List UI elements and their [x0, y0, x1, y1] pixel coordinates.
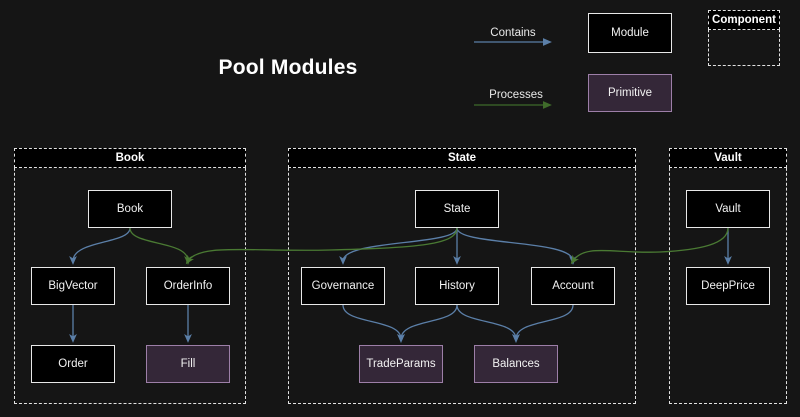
legend-primitive-sample: Primitive [588, 74, 672, 112]
node-book[interactable]: Book [88, 190, 172, 228]
node-balances[interactable]: Balances [474, 345, 558, 383]
node-balances-label: Balances [492, 358, 540, 370]
node-deepprice[interactable]: DeepPrice [686, 267, 770, 305]
legend-module-sample: Module [588, 13, 672, 53]
node-account-label: Account [552, 280, 594, 292]
node-vault[interactable]: Vault [686, 190, 770, 228]
group-state-label: State [288, 148, 636, 168]
node-bigvector[interactable]: BigVector [31, 267, 115, 305]
node-tradeparams[interactable]: TradeParams [359, 345, 443, 383]
group-book-label: Book [14, 148, 246, 168]
node-tradeparams-label: TradeParams [366, 358, 436, 370]
legend-component-label: Component [708, 10, 780, 30]
node-fill[interactable]: Fill [146, 345, 230, 383]
group-vault-label: Vault [669, 148, 787, 168]
legend-processes-label: Processes [489, 89, 543, 101]
node-state-label: State [443, 203, 471, 215]
node-history[interactable]: History [415, 267, 499, 305]
node-order-label: Order [58, 358, 88, 370]
node-order[interactable]: Order [31, 345, 115, 383]
legend-module-label: Module [611, 27, 649, 39]
node-deepprice-label: DeepPrice [701, 280, 755, 292]
node-account[interactable]: Account [531, 267, 615, 305]
node-orderinfo[interactable]: OrderInfo [146, 267, 230, 305]
node-fill-label: Fill [180, 358, 196, 370]
legend-processes-arrow-right-icon [474, 101, 552, 109]
legend-contains-label: Contains [490, 27, 536, 39]
node-history-label: History [439, 280, 475, 292]
node-orderinfo-label: OrderInfo [163, 280, 213, 292]
node-book-label: Book [116, 203, 144, 215]
page-title: Pool Modules [218, 56, 358, 79]
node-state[interactable]: State [415, 190, 499, 228]
legend-contains-arrow-right-icon [474, 38, 552, 46]
legend-primitive-label: Primitive [607, 87, 653, 99]
node-governance[interactable]: Governance [301, 267, 385, 305]
node-governance-label: Governance [311, 280, 375, 292]
node-vault-label: Vault [715, 203, 741, 215]
node-bigvector-label: BigVector [48, 280, 98, 292]
